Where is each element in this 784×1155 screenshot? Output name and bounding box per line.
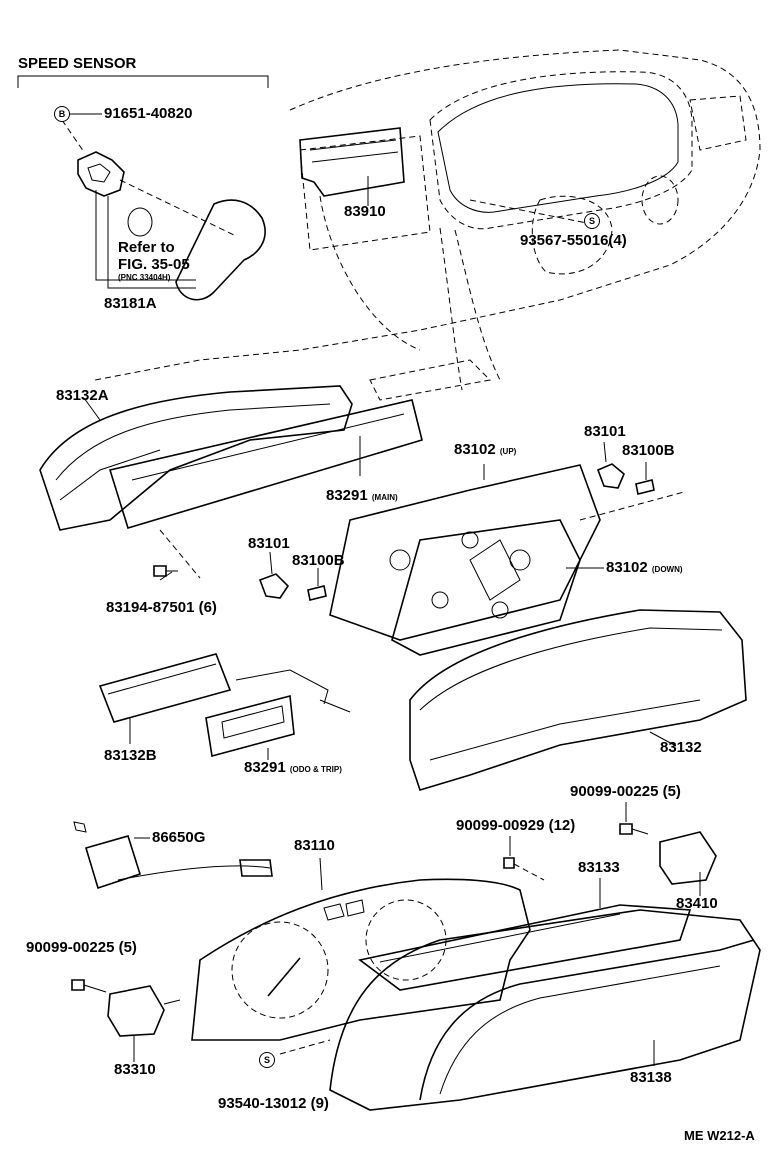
screw-90099-00225-left (71, 979, 107, 993)
label-83138: 83138 (630, 1069, 672, 1086)
label-83100B-mid: 83100B (292, 552, 345, 569)
socket-83100B-right (635, 462, 655, 495)
label-90099-00929: 90099-00929 (12) (456, 817, 576, 834)
case-83132 (409, 609, 747, 791)
hood-83138 (279, 909, 761, 1111)
label-83102-down: 83102 (DOWN) (606, 560, 683, 575)
footer-code: ME W212-A (684, 1128, 755, 1143)
mark-s-symbol-lower: S (259, 1052, 275, 1068)
label-91651-40820: 91651-40820 (104, 105, 193, 122)
section-title: SPEED SENSOR (18, 55, 137, 72)
label-90099-00225-right: 90099-00225 (5) (570, 783, 681, 800)
lens-83133 (358, 878, 692, 991)
label-83291-main-note: (MAIN) (371, 493, 398, 502)
label-83132B: 83132B (104, 747, 157, 764)
buzzer-86650G (73, 821, 273, 890)
board-83291-main (108, 399, 423, 581)
label-83291-odo-note: (ODO & TRIP) (289, 765, 342, 774)
mark-s-symbol-upper: S (584, 213, 600, 229)
motor-83310 (107, 985, 181, 1062)
screw-90099-00225-right (619, 802, 649, 835)
label-83291-main: 83291 (MAIN) (326, 488, 398, 503)
refer-line-3: (PNC 33404H) (118, 273, 171, 282)
screw-90099-00929 (503, 836, 545, 881)
label-83291-odo: 83291 (ODO & TRIP) (244, 760, 342, 775)
refer-line-2: FIG. 35-05 (118, 256, 190, 273)
label-83410: 83410 (676, 895, 718, 912)
refer-line-1: Refer to (118, 239, 175, 256)
housing-83132A (39, 385, 353, 531)
label-83102-up-number: 83102 (454, 441, 496, 458)
label-93540-13012: 93540-13012 (9) (218, 1095, 329, 1112)
dashboard-outline (94, 49, 761, 401)
label-83291-odo-number: 83291 (244, 759, 286, 776)
label-83100B-right: 83100B (622, 442, 675, 459)
label-83102-up-note: (UP) (499, 447, 517, 456)
label-83102-down-number: 83102 (606, 559, 648, 576)
label-83133: 83133 (578, 859, 620, 876)
label-83910: 83910 (344, 203, 386, 220)
switch-83410 (659, 831, 717, 896)
label-83291-main-number: 83291 (326, 487, 368, 504)
bulb-83101-mid (258, 551, 290, 599)
socket-83100B-mid (307, 568, 327, 601)
label-83110: 83110 (294, 837, 335, 854)
bulb-83101-right (596, 441, 625, 489)
label-83194-87501: 83194-87501 (6) (106, 599, 217, 616)
label-83101-right: 83101 (584, 423, 626, 440)
label-83132: 83132 (660, 739, 702, 756)
screw-83194 (153, 565, 178, 577)
speed-sensor-part (61, 113, 266, 301)
faceplate-83110 (191, 857, 531, 1041)
label-83181A: 83181A (104, 295, 157, 312)
label-83102-down-note: (DOWN) (651, 565, 683, 574)
plate-83102 (329, 464, 685, 656)
speed-sensor-bracket (17, 75, 269, 88)
label-83310: 83310 (114, 1061, 156, 1078)
label-83132A: 83132A (56, 387, 109, 404)
label-83101-mid: 83101 (248, 535, 290, 552)
label-90099-00225-left: 90099-00225 (5) (26, 939, 137, 956)
label-86650G: 86650G (152, 829, 206, 846)
label-83102-up: 83102 (UP) (454, 442, 516, 457)
lens-83132B (98, 653, 232, 744)
board-83291-odo (205, 669, 351, 760)
mark-b-symbol: B (54, 106, 70, 122)
label-93567-55016: 93567-55016(4) (520, 232, 627, 249)
